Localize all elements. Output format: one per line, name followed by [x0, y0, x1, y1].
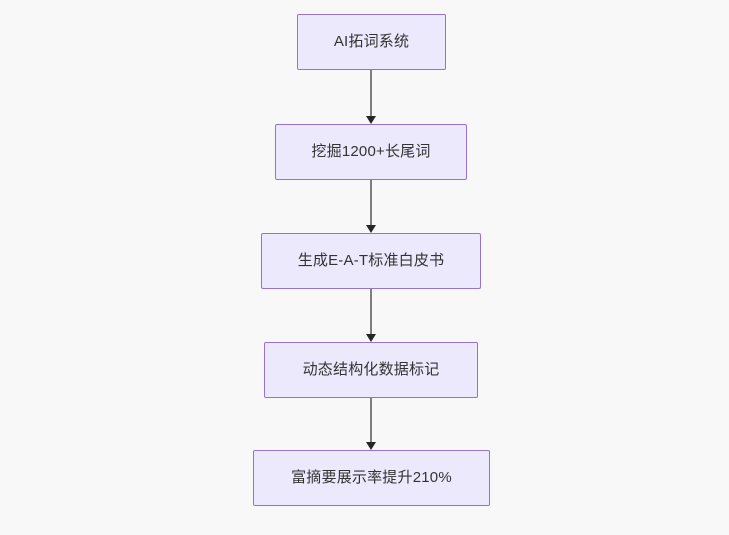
edge-line — [370, 70, 372, 116]
flowchart-node-n4[interactable]: 动态结构化数据标记 — [264, 342, 478, 398]
node-label: AI拓词系统 — [333, 33, 410, 50]
node-label: 富摘要展示率提升210% — [291, 469, 452, 486]
edge-line — [370, 289, 372, 334]
arrowhead-icon — [366, 442, 376, 450]
flowchart-node-n2[interactable]: 挖掘1200+长尾词 — [275, 124, 467, 180]
node-label: 动态结构化数据标记 — [302, 361, 440, 378]
arrowhead-icon — [366, 225, 376, 233]
flowchart-node-n5[interactable]: 富摘要展示率提升210% — [253, 450, 490, 506]
node-label: 生成E-A-T标准白皮书 — [297, 252, 445, 269]
flowchart-node-n3[interactable]: 生成E-A-T标准白皮书 — [261, 233, 481, 289]
edge-line — [370, 180, 372, 225]
node-label: 挖掘1200+长尾词 — [311, 143, 431, 160]
arrowhead-icon — [366, 334, 376, 342]
flowchart-node-n1[interactable]: AI拓词系统 — [297, 14, 446, 70]
arrowhead-icon — [366, 116, 376, 124]
edge-line — [370, 398, 372, 442]
